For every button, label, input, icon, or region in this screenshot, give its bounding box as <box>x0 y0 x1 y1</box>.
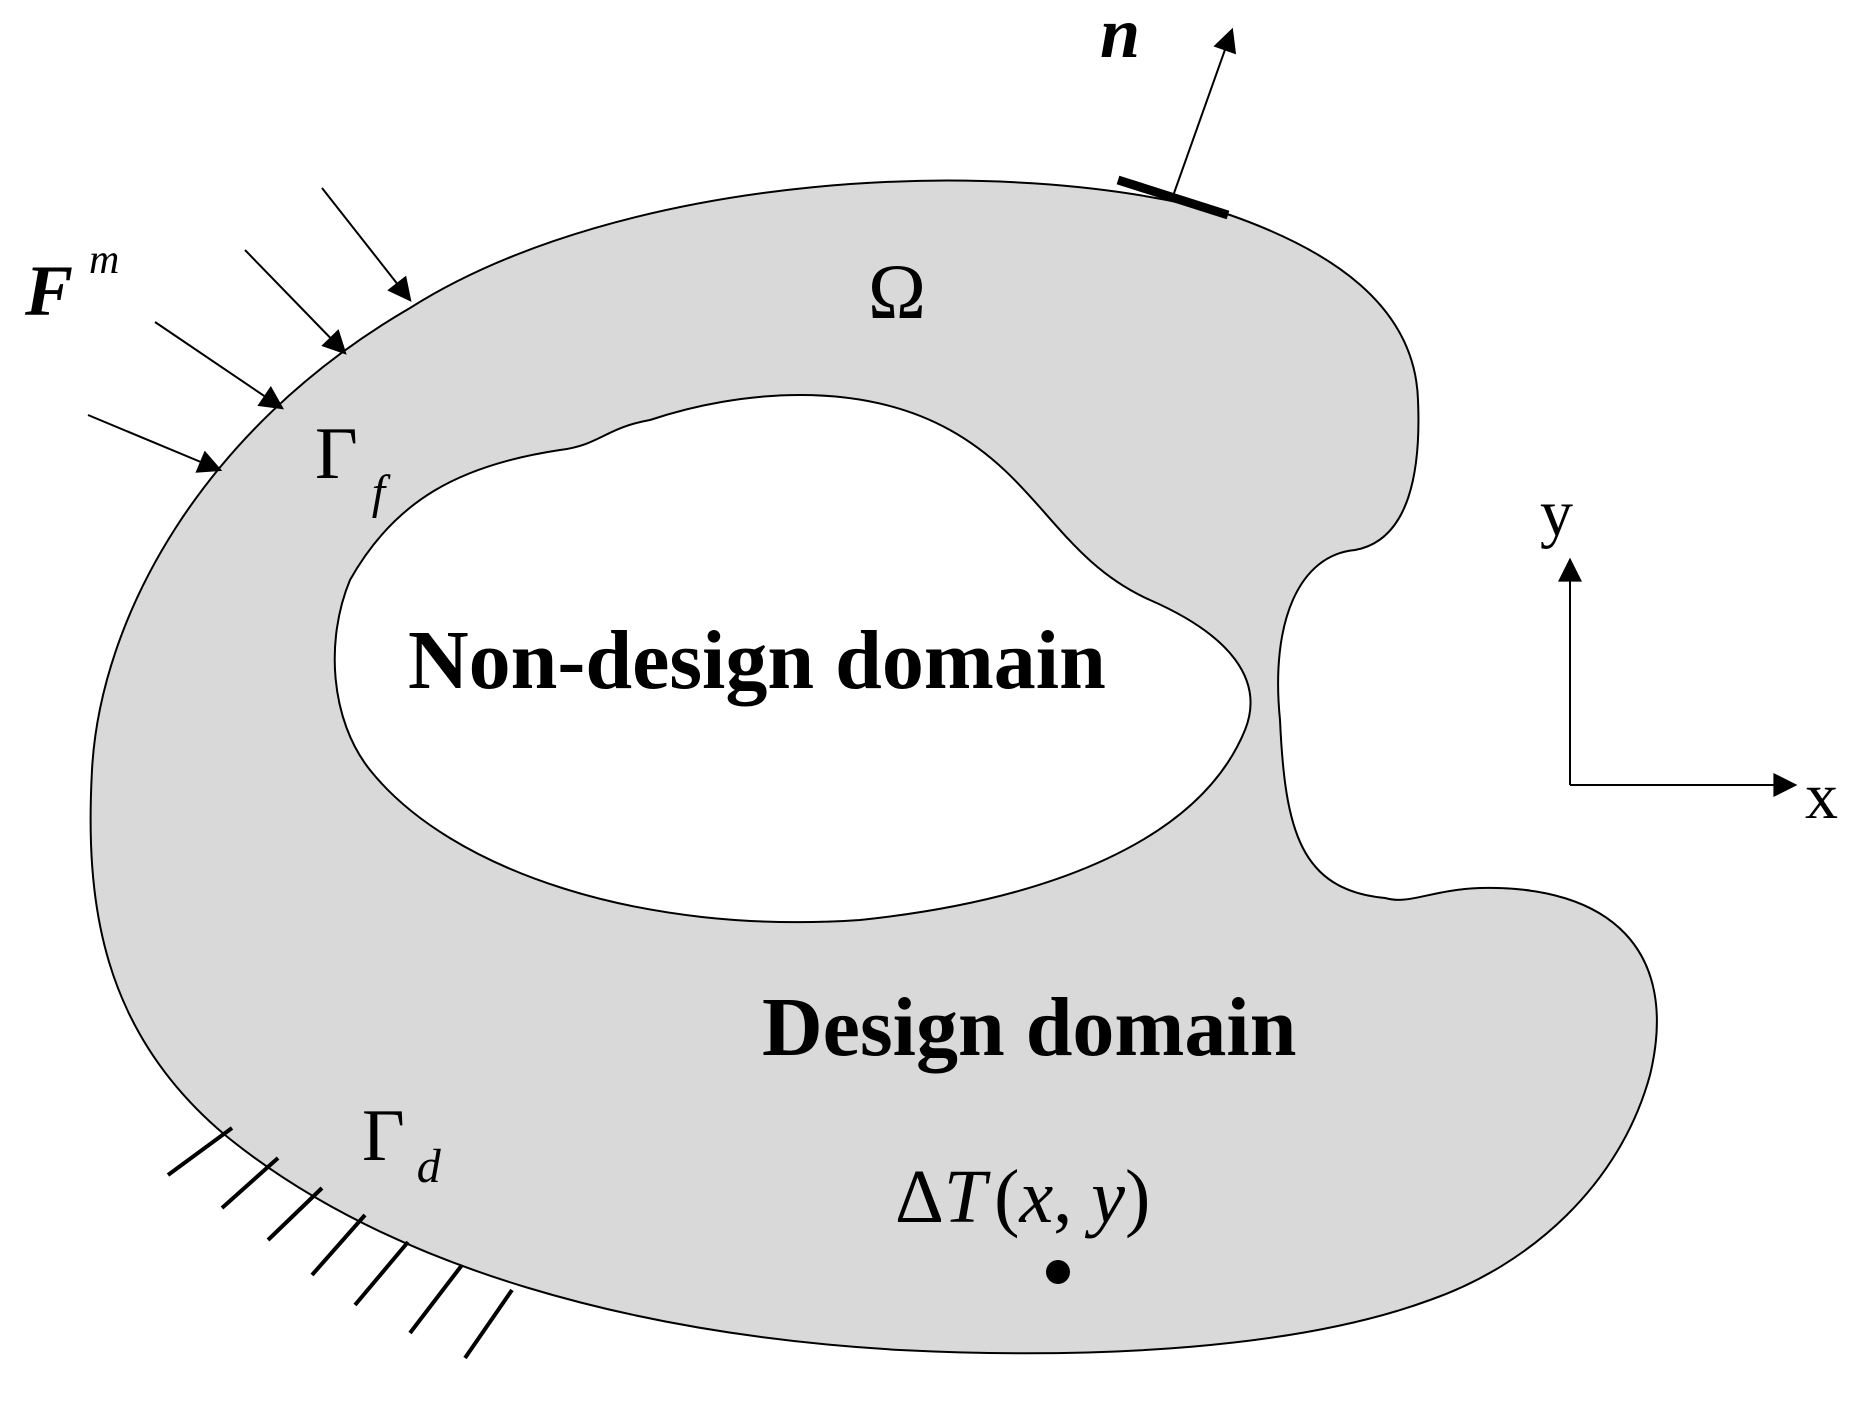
force-arrow-3 <box>244 249 347 355</box>
axis-x-label: x <box>1805 760 1838 833</box>
temperature-point <box>1046 1260 1070 1284</box>
omega-label: Ω <box>868 248 926 335</box>
coordinate-axes <box>1558 557 1798 797</box>
force-arrow-1 <box>87 414 223 473</box>
gamma-d-label: Γ d <box>362 1095 442 1193</box>
temperature-label: ΔT(x, y) <box>895 1155 1150 1239</box>
force-arrow-2 <box>154 321 284 410</box>
force-arrows <box>87 187 412 473</box>
non-design-domain-hole <box>333 394 1252 924</box>
normal-vector-arrow <box>1172 27 1237 197</box>
design-domain-label: Design domain <box>762 981 1296 1074</box>
non-design-domain-label: Non-design domain <box>408 614 1106 707</box>
force-label: F m <box>24 237 119 331</box>
force-arrow-4 <box>321 187 412 302</box>
axis-y-label: y <box>1540 477 1573 550</box>
normal-label: n <box>1100 0 1140 73</box>
fixed-support-hatching <box>166 1126 514 1360</box>
boundary-segment-marker <box>1116 175 1230 220</box>
